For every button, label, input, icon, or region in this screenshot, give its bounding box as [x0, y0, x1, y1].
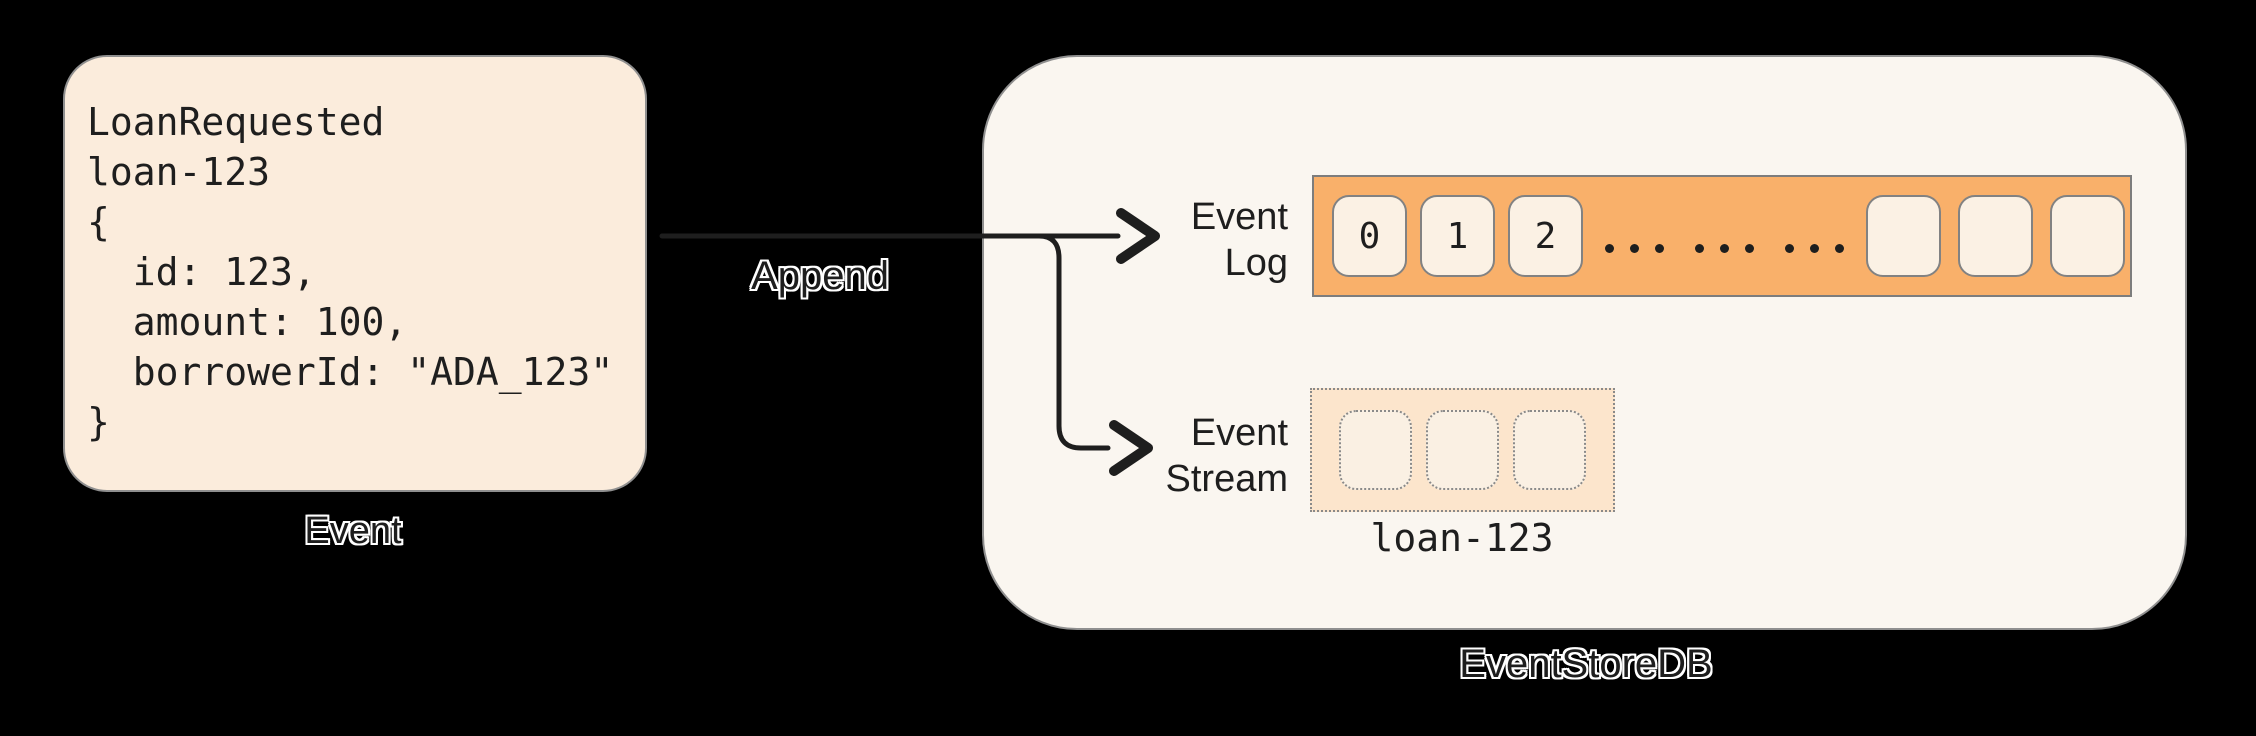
log-cell: 1 — [1420, 195, 1495, 277]
dot-icon — [1810, 243, 1819, 253]
ellipsis-dots — [1785, 243, 1844, 253]
event-log-label: Event Log — [1088, 194, 1288, 286]
arrowhead-log-icon — [1116, 208, 1160, 264]
eventstoredb-label: EventStoreDB — [1459, 642, 1713, 686]
event-stream-label-line1: Event — [1190, 412, 1288, 454]
dot-icon — [1655, 243, 1664, 253]
code-line: id: 123, — [87, 250, 316, 294]
code-line: loan-123 — [87, 150, 271, 194]
code-line: } — [87, 400, 110, 444]
empty-log-cell — [1958, 195, 2033, 277]
dot-icon — [1785, 243, 1794, 253]
empty-log-cells — [1866, 195, 2125, 277]
dot-icon — [1835, 243, 1844, 253]
dot-icon — [1630, 243, 1639, 253]
event-caption: Event — [304, 510, 402, 552]
log-cell: 2 — [1508, 195, 1583, 277]
code-line: amount: 100, — [87, 300, 408, 344]
ellipsis-dots — [1695, 243, 1754, 253]
ellipsis-dots — [1605, 243, 1664, 253]
event-stream-box — [1310, 388, 1615, 512]
arrow-branch-line — [1036, 233, 1111, 451]
stream-slot — [1339, 410, 1412, 490]
code-line: LoanRequested — [87, 100, 385, 144]
event-stream-label-line2: Stream — [1165, 458, 1288, 500]
eventstoredb-container — [982, 55, 2187, 630]
code-line: { — [87, 200, 110, 244]
empty-log-cell — [2050, 195, 2125, 277]
dot-icon — [1720, 243, 1729, 253]
append-label: Append — [751, 254, 889, 298]
dot-icon — [1745, 243, 1754, 253]
stream-slot — [1426, 410, 1499, 490]
event-code: LoanRequested loan-123 { id: 123, amount: … — [87, 97, 645, 447]
event-box: LoanRequested loan-123 { id: 123, amount: … — [63, 55, 647, 492]
log-cell: 0 — [1332, 195, 1407, 277]
code-line: borrowerId: "ADA_123" — [87, 350, 614, 394]
arrowhead-stream-icon — [1109, 420, 1153, 476]
dot-icon — [1605, 243, 1614, 253]
event-log-label-line2: Log — [1224, 242, 1288, 284]
event-log-label-line1: Event — [1190, 196, 1288, 238]
empty-log-cell — [1866, 195, 1941, 277]
event-stream-label: Event Stream — [1088, 410, 1288, 502]
stream-name-label: loan-123 — [1370, 516, 1554, 560]
dot-icon — [1695, 243, 1704, 253]
stream-slot — [1513, 410, 1586, 490]
append-arrow — [659, 208, 1160, 476]
